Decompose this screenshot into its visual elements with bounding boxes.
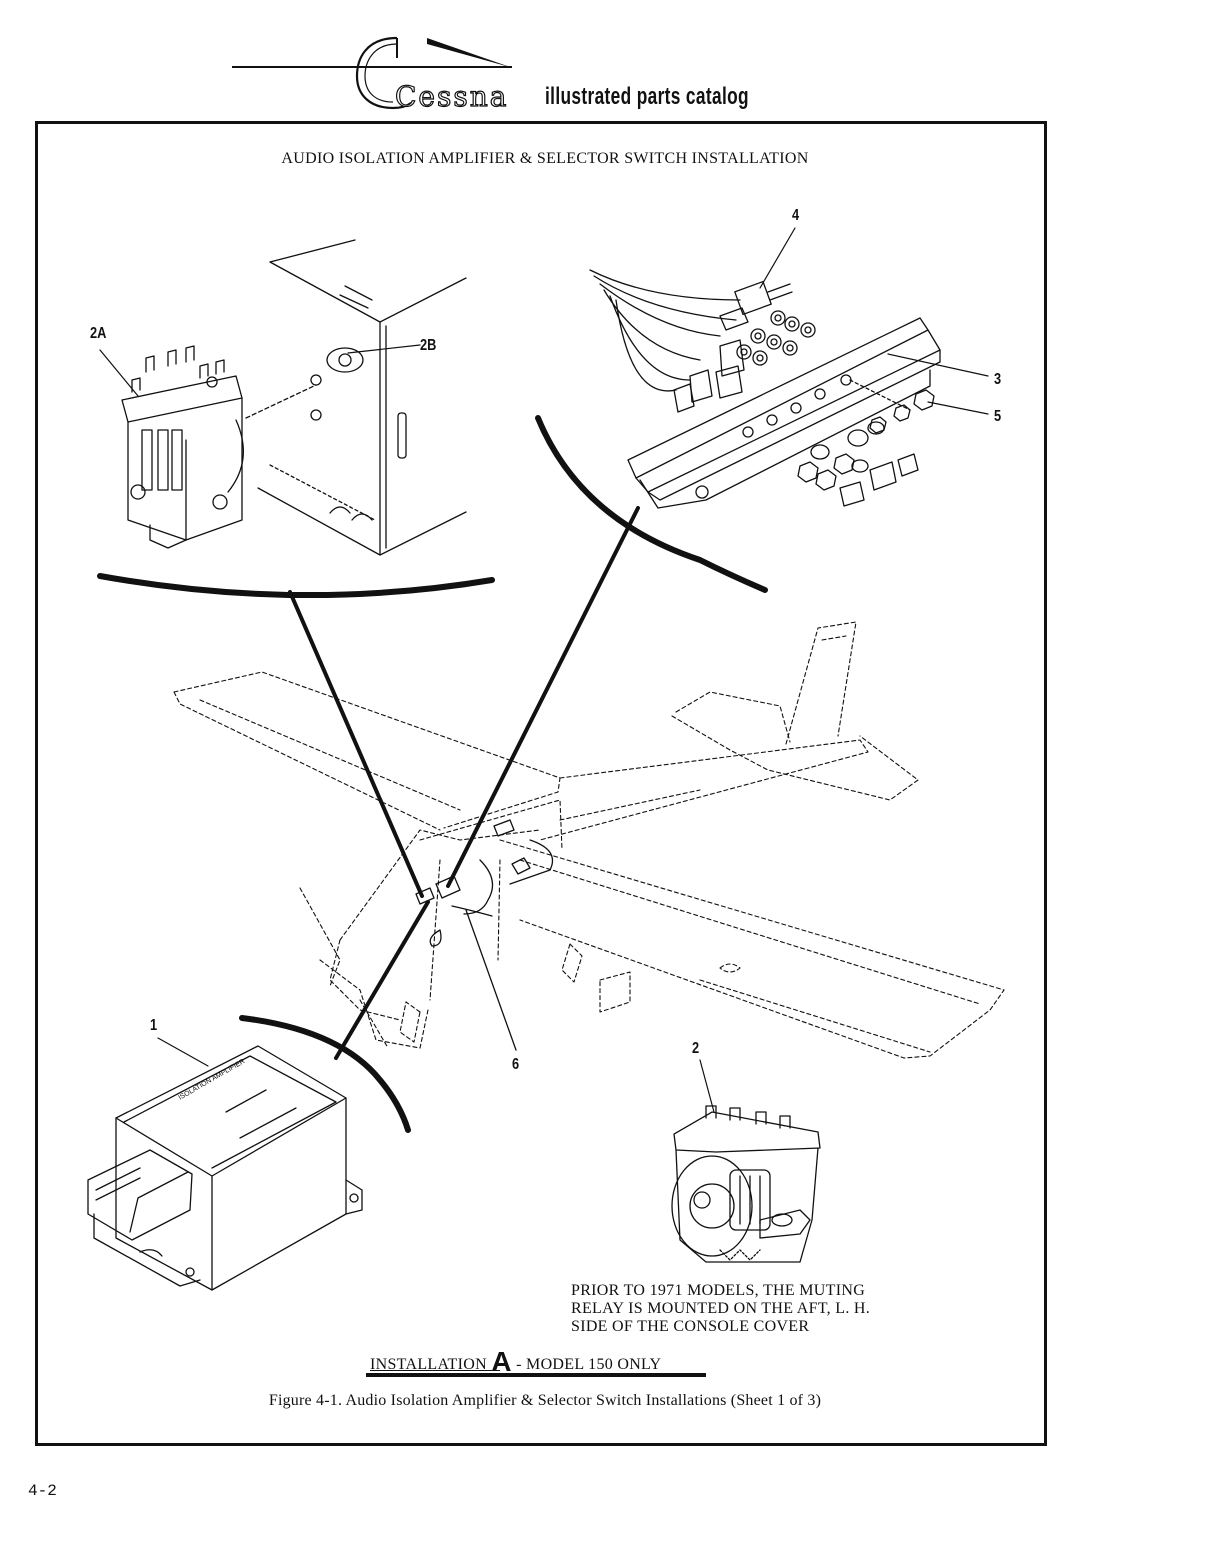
callout-2: 2: [692, 1040, 700, 1057]
isolation-amplifier: [87, 1015, 411, 1291]
callout-3: 3: [994, 371, 1002, 388]
callout-2b: 2B: [420, 337, 437, 354]
panel-detail: [535, 227, 989, 593]
note-line: PRIOR TO 1971 MODELS, THE MUTING: [571, 1282, 866, 1299]
callout-6: 6: [512, 1056, 520, 1073]
cabin-components: [415, 819, 554, 947]
page-number: 4-2: [28, 1482, 57, 1500]
catalog-title: illustrated parts catalog: [545, 83, 749, 110]
installation-label: INSTALLATION A - MODEL 150 ONLY: [370, 1346, 662, 1377]
figure-frame: [35, 121, 1047, 1446]
callout-5: 5: [994, 408, 1002, 425]
installation-prefix: INSTALLATION: [370, 1356, 487, 1373]
figure-caption: Figure 4-1. Audio Isolation Amplifier & …: [268, 1392, 822, 1409]
callout-4: 4: [792, 207, 800, 224]
header-rule: [232, 66, 512, 68]
installation-underline: [370, 1370, 500, 1371]
brand-name: Cessna: [394, 79, 509, 113]
figure-title: AUDIO ISOLATION AMPLIFIER & SELECTOR SWI…: [281, 150, 809, 167]
note-line: RELAY IS MOUNTED ON THE AFT, L. H.: [571, 1300, 871, 1317]
amplifier-label: ISOLATION AMPLIFIER: [178, 1058, 247, 1102]
installation-suffix: - MODEL 150 ONLY: [516, 1356, 662, 1373]
aircraft-phantom: [173, 621, 1005, 1059]
note-line: SIDE OF THE CONSOLE COVER: [571, 1318, 810, 1335]
installation-drawing: ISOLATION AMPLIFIER: [87, 227, 1005, 1291]
callout-2a: 2A: [90, 325, 107, 342]
relay-detail: [97, 239, 495, 599]
installation-rule: [366, 1373, 706, 1377]
installation-letter: A: [491, 1346, 512, 1377]
cessna-logo: [355, 36, 513, 110]
muting-relay: [671, 1059, 821, 1263]
relay-note: PRIOR TO 1971 MODELS, THE MUTING RELAY I…: [571, 1282, 870, 1336]
callout-1: 1: [150, 1017, 158, 1034]
